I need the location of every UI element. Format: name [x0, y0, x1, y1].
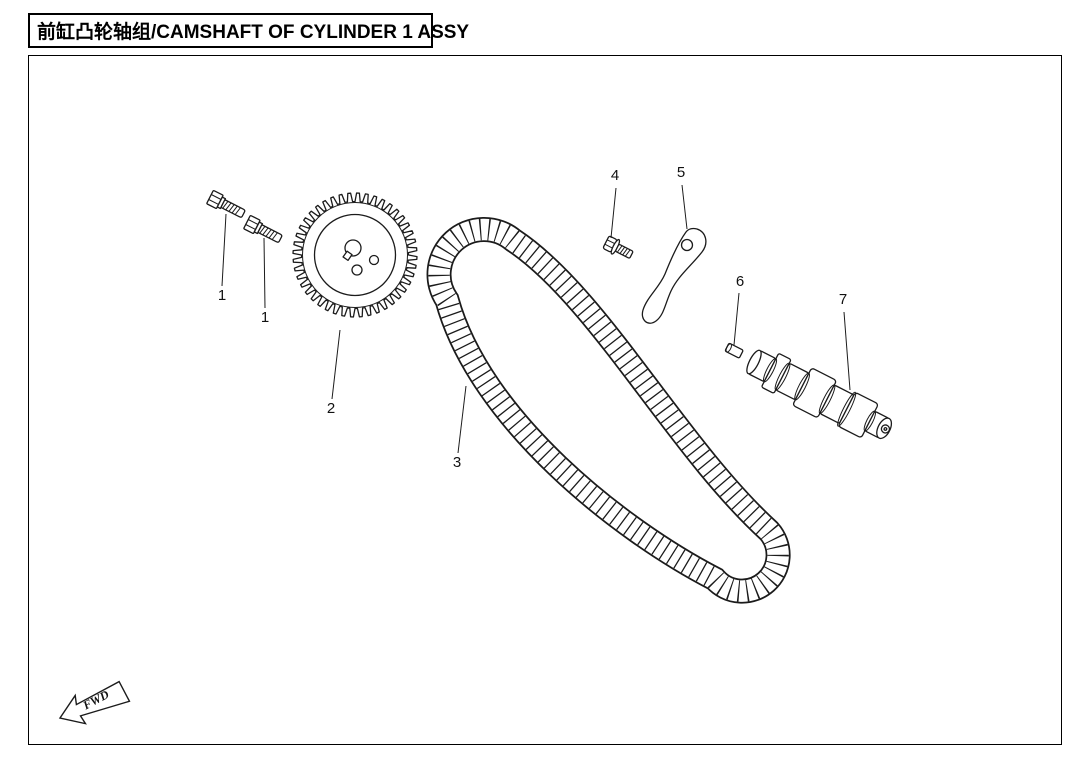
part-5-plate	[641, 227, 707, 324]
fwd-arrow-icon	[58, 680, 131, 725]
chain-outline	[426, 216, 791, 604]
callout-part-5: 5	[677, 164, 685, 181]
callout-part-7: 7	[839, 291, 847, 308]
leader-line-part-5	[681, 184, 688, 230]
diagram-frame	[28, 55, 1062, 745]
leader-line-part-2	[331, 329, 341, 400]
part-2-sprocket	[292, 192, 418, 318]
chain-links	[428, 218, 789, 602]
callout-part-6: 6	[736, 273, 744, 290]
callout-part-2: 2	[327, 400, 335, 417]
fwd-arrow: FWD	[58, 680, 131, 725]
title-block: 前缸凸轮轴组/CAMSHAFT OF CYLINDER 1 ASSY	[28, 13, 469, 48]
callout-part-1: 1	[261, 309, 269, 326]
part-6-pin	[724, 342, 744, 359]
diagram-title: 前缸凸轮轴组/CAMSHAFT OF CYLINDER 1 ASSY	[37, 22, 470, 43]
leader-line-part-6	[733, 292, 740, 346]
callout-layer: 1 1 2 3 4 5 6 7	[218, 164, 851, 471]
chain-body	[428, 218, 789, 602]
part-4-bolt	[602, 235, 634, 259]
part-1-bolt-a	[205, 189, 248, 222]
callout-part-1: 1	[218, 287, 226, 304]
leader-line-part-3	[457, 385, 467, 454]
callout-part-4: 4	[611, 167, 619, 184]
callout-part-3: 3	[453, 454, 461, 471]
part-7-camshaft	[746, 349, 893, 440]
leader-line-part-7	[843, 311, 851, 391]
part-3-timing-chain	[426, 216, 791, 604]
leader-line-part-4	[610, 187, 617, 239]
leader-line-part-1	[263, 237, 266, 309]
leader-line-part-1	[221, 213, 227, 287]
